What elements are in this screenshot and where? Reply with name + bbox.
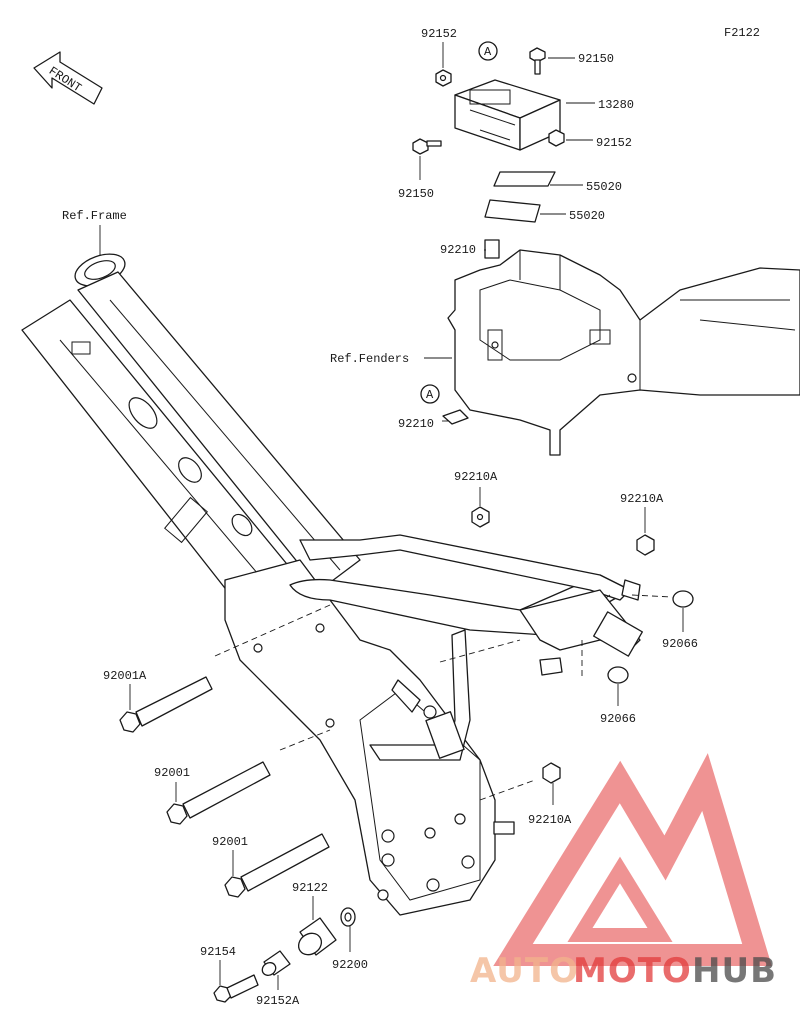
pn-92001A: 92001A [103,669,147,683]
watermark-text: AUTO MOTO HUB [470,951,777,991]
pn-92152-top: 92152 [421,27,457,41]
watermark-moto: MOTO [573,951,692,991]
marker-a-bottom [420,384,440,404]
pn-92210A-top: 92210A [454,470,498,484]
battery-case [447,249,800,456]
bushing-92122 [297,917,337,956]
pn-92152A: 92152A [256,994,300,1008]
pn-92122: 92122 [292,881,328,895]
marker-a-top [478,41,498,61]
pn-92154: 92154 [200,945,236,959]
main-frame [21,253,643,916]
pn-92152-right: 92152 [596,136,632,150]
marker-a-top-text: A [484,45,492,59]
nut-92152-top [435,69,452,87]
washer-92200 [340,907,356,927]
clip-92210-top [484,239,500,259]
marker-a-bottom-text: A [426,388,434,402]
cap-92066-a [672,590,694,608]
pn-92150-top: 92150 [578,52,614,66]
figure-code: F2122 [724,26,760,40]
nut-92152-right [548,129,565,147]
pn-13280: 13280 [598,98,634,112]
nut-92210A-top [471,506,490,528]
front-arrow-icon: FRONT [33,51,103,105]
pn-92066-b: 92066 [600,712,636,726]
bolt-92001-a [166,761,271,825]
ref-frame-label: Ref.Frame [62,209,127,223]
ref-fenders-label: Ref.Fenders [330,352,409,366]
pn-92210A-right: 92210A [620,492,664,506]
watermark-triangle-icon [493,753,772,966]
bolt-92001A [119,676,213,733]
watermark-auto: AUTO [470,951,579,991]
label-55020-a [493,171,556,187]
clip-92210-bottom [442,409,469,425]
pn-92001-a: 92001 [154,766,190,780]
pn-92200: 92200 [332,958,368,972]
pn-55020-b: 55020 [569,209,605,223]
pn-92066-a: 92066 [662,637,698,651]
bolt-92150-left [412,138,442,155]
nut-92210A-lower [542,762,561,784]
label-55020-b [484,199,541,223]
bolt-92154 [213,974,259,1003]
watermark-logo [493,753,772,966]
collar-92152A [261,950,291,976]
battery-bracket-13280 [454,79,561,151]
pn-55020-a: 55020 [586,180,622,194]
pn-92001-b: 92001 [212,835,248,849]
pn-92210-bottom: 92210 [398,417,434,431]
pn-92150-left: 92150 [398,187,434,201]
pn-92210-top: 92210 [440,243,476,257]
watermark-hub: HUB [692,951,777,991]
bolt-92150-top [529,47,546,75]
nut-92210A-right [636,534,655,556]
bolt-92001-b [224,833,330,898]
pn-92210A-lower: 92210A [528,813,572,827]
cap-92066-b [607,666,629,684]
